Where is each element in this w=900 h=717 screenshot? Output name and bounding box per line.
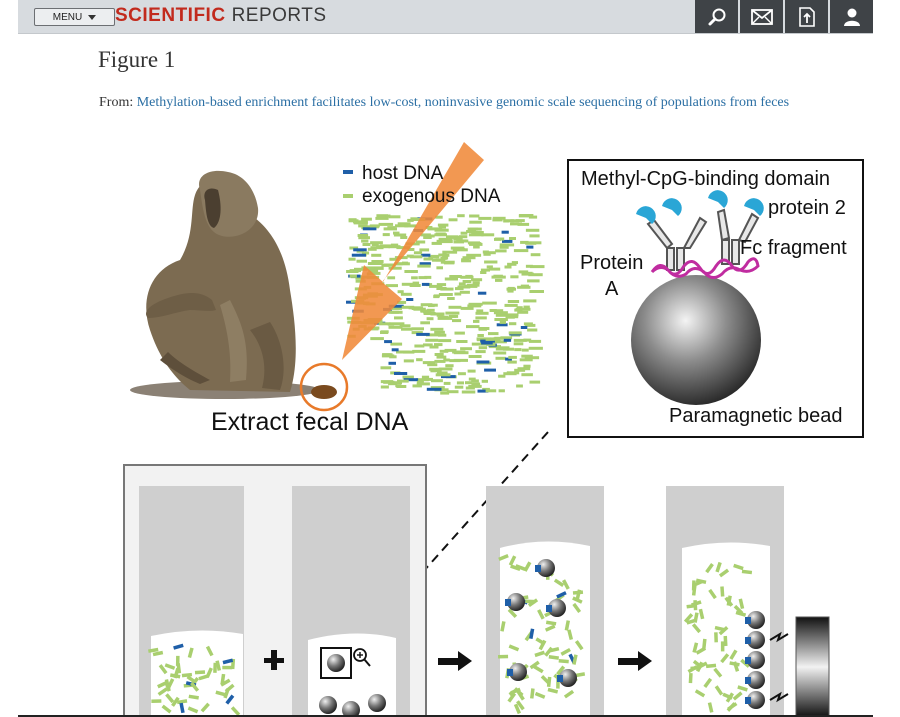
brand-primary: SCIENTIFIC [115,5,226,26]
menu-button[interactable]: MENU [34,8,115,26]
figure-source: From: Methylation-based enrichment facil… [99,91,869,115]
exogenous-dna-swatch [343,194,353,198]
header-tools [693,0,873,34]
article-link[interactable]: Methylation-based enrichment facilitates… [136,95,790,110]
inset-protein2-label: protein 2 [768,197,846,219]
search-button[interactable] [695,0,738,33]
chevron-down-icon [88,14,97,20]
baboon-illustration [130,170,320,399]
legend-host-dna: host DNA [362,163,444,184]
host-dna-swatch [343,170,353,174]
bead-inset-frame [567,159,864,438]
download-button[interactable] [785,0,828,33]
brand-secondary: REPORTS [231,5,327,26]
inset-protein-a-label: Protein A [580,250,643,302]
legend-exogenous-dna: exogenous DNA [362,186,501,207]
pointer-arrow [299,142,484,412]
bead-diagram [631,190,764,405]
account-button[interactable] [830,0,873,33]
dna-fragment-cloud [346,214,545,395]
inset-mbd-label: Methyl-CpG-binding domain [581,168,831,190]
search-icon [708,8,725,25]
viewport-edge [18,715,873,717]
mail-button[interactable] [740,0,783,33]
extract-label: Extract fecal DNA [211,408,409,436]
menu-label: MENU [52,11,83,23]
inset-fc-label: Fc fragment [740,237,847,259]
from-prefix: From: [99,95,134,110]
page-title: Figure 1 [98,47,176,72]
mail-icon [750,8,773,25]
tube-contents [148,554,765,717]
protein-a-line1: Protein [580,252,644,274]
user-icon [843,8,860,26]
protein-a-line2: A [605,278,619,300]
inset-bead-label: Paramagnetic bead [669,405,843,427]
download-icon [798,6,815,27]
